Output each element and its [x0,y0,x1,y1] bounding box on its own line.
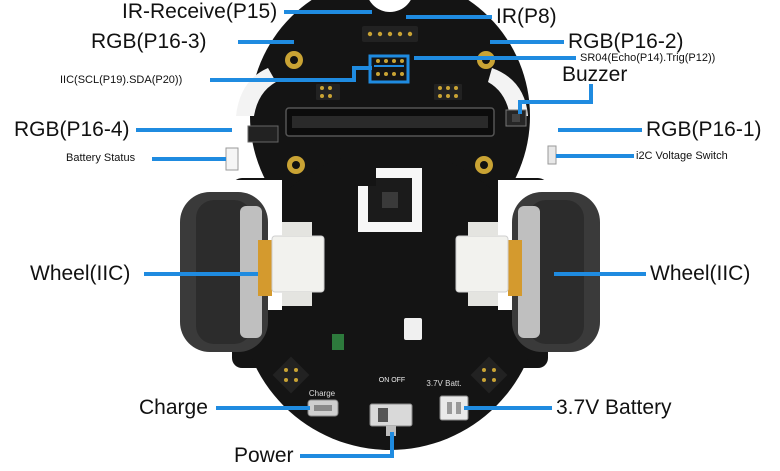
label-rgb-4: RGB(P16-4) [14,119,130,140]
label-ir: IR(P8) [496,6,557,27]
edge-connector [286,108,494,136]
label-battery-status: Battery Status [66,153,135,164]
label-rgb-3: RGB(P16-3) [91,31,207,52]
label-iic: IIC(SCL(P19).SDA(P20)) [60,75,182,86]
buzzer-component [506,110,526,126]
label-rgb-2: RGB(P16-2) [568,31,684,52]
label-battery: 3.7V Battery [556,397,672,418]
label-voltage-switch: i2C Voltage Switch [636,151,728,162]
label-ir-receive: IR-Receive(P15) [122,1,277,22]
pointer-buzzer [520,86,591,112]
label-charge: Charge [139,397,208,418]
charge-port-text: Charge [309,389,336,398]
label-rgb-1: RGB(P16-1) [646,119,762,140]
switch-text: ON OFF [379,377,405,384]
label-power: Power [234,445,294,466]
label-wheel-left: Wheel(IIC) [30,263,130,284]
battery-port-text: 3.7V Batt. [426,379,461,388]
label-wheel-right: Wheel(IIC) [650,263,750,284]
label-buzzer: Buzzer [562,64,627,85]
charge-port: Charge [308,389,338,416]
